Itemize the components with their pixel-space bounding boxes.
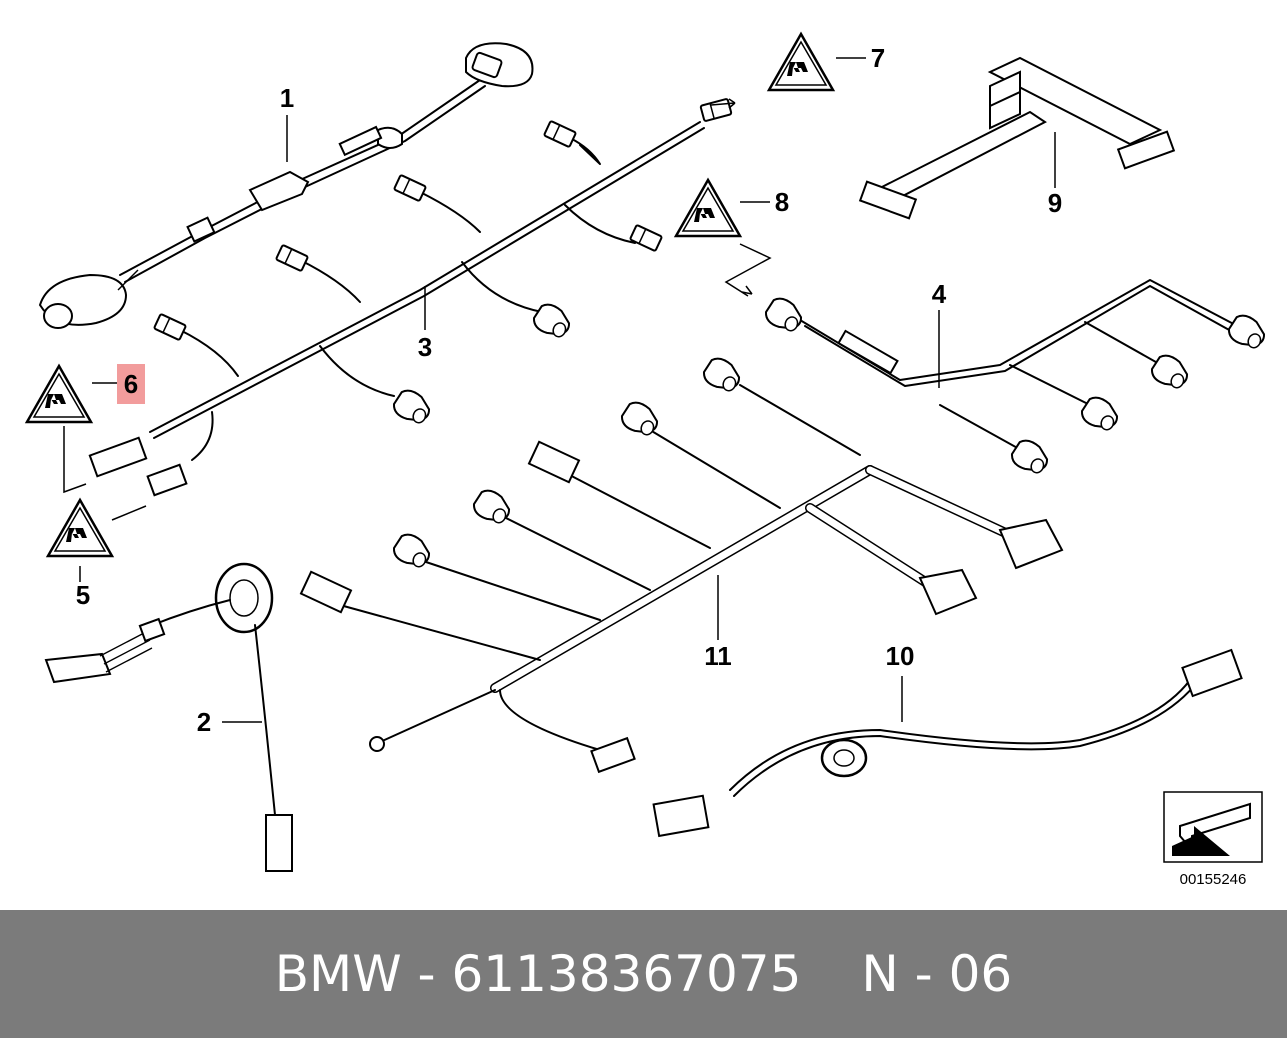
part-1-cable [38, 42, 534, 329]
callout-6: 6 [124, 369, 138, 399]
part-3-harness [88, 97, 736, 497]
part-11-harness [299, 353, 1064, 774]
callout-8: 8 [775, 187, 789, 217]
reference-number: 00155246 [1180, 871, 1247, 888]
warning-triangle-8-icon [674, 178, 742, 238]
callout-4: 4 [932, 279, 947, 309]
parts-diagram: 1 2 3 4 5 6 7 8 9 10 11 00155246 [25, 32, 1271, 888]
part-number-label: BMW - 61138367075 [274, 945, 802, 1003]
part-9-flat-cable [858, 56, 1176, 220]
callout-11: 11 [704, 641, 732, 671]
reference-box: 00155246 [1163, 791, 1263, 888]
highlight-box [117, 364, 145, 404]
callout-10: 10 [886, 641, 915, 671]
warning-triangle-5-icon [46, 498, 114, 558]
callout-7: 7 [871, 43, 885, 73]
callout-2: 2 [197, 707, 211, 737]
warning-triangle-6-icon [25, 364, 93, 424]
callout-1: 1 [280, 83, 294, 113]
part-10-cable [652, 648, 1243, 838]
callout-9: 9 [1048, 188, 1062, 218]
callout-3: 3 [418, 332, 432, 362]
warning-triangle-7-icon [767, 32, 835, 92]
callout-5: 5 [76, 580, 90, 610]
part-2-cable [44, 562, 293, 872]
callouts: 1 2 3 4 5 6 7 8 9 10 11 [76, 43, 1062, 737]
footer-bar: BMW - 61138367075 N - 06 [0, 910, 1287, 1038]
part-4-cable [761, 279, 1271, 478]
position-label: N - 06 [861, 945, 1013, 1003]
